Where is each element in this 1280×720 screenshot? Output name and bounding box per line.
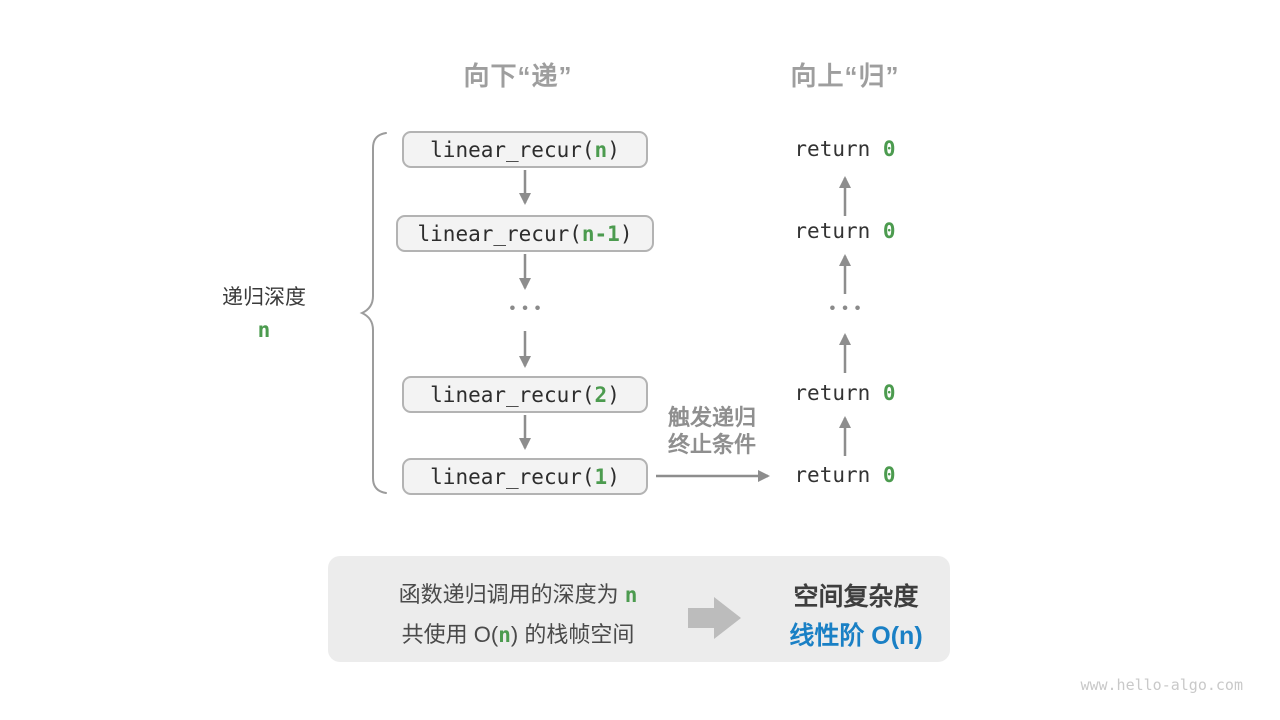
call-box-paren: ) (619, 221, 633, 246)
header-descend: 向下“递” (463, 61, 573, 91)
call-box-text: linear_recur( (430, 464, 595, 489)
watermark: www.hello-algo.com (1080, 676, 1243, 694)
return-value: 0 (882, 381, 896, 405)
call-box-n: linear_recur(n) (402, 131, 648, 168)
base-case-note-line2: 终止条件 (667, 432, 756, 457)
call-box-arg: n-1 (581, 221, 620, 246)
header-ascend: 向上“归” (790, 61, 900, 91)
summary-space-suffix: ) 的栈帧空间 (510, 622, 635, 647)
return-text: return (794, 219, 883, 243)
return-text: return (794, 137, 883, 161)
return-text: return (794, 463, 883, 487)
return-value: 0 (882, 463, 896, 487)
summary-panel (328, 556, 950, 662)
base-case-note: 触发递归 终止条件 (642, 404, 782, 458)
call-box-arg: n (594, 137, 608, 162)
call-box-arg: 2 (594, 382, 608, 407)
summary-depth-value: n (624, 583, 638, 607)
stack-ellipsis: ••• (509, 300, 548, 317)
space-complexity-value: 线性阶 O(n) (789, 622, 923, 650)
summary-space-text: 共使用 O( (401, 622, 499, 647)
call-box-2: linear_recur(2) (402, 376, 648, 413)
call-box-text: linear_recur( (430, 382, 595, 407)
call-box-paren: ) (607, 382, 620, 407)
returns-ellipsis: ••• (829, 300, 868, 317)
return-statement: return 0 (745, 463, 945, 487)
summary-depth-line: 函数递归调用的深度为 n (348, 577, 688, 609)
recursion-depth-label: 递归深度 (222, 286, 306, 309)
call-box-n-1: linear_recur(n-1) (396, 215, 654, 252)
return-statement: return 0 (745, 381, 945, 405)
return-statement: return 0 (745, 219, 945, 243)
call-box-paren: ) (607, 464, 620, 489)
return-text: return (794, 381, 883, 405)
recursion-depth-value: n (257, 318, 271, 342)
summary-space-line: 共使用 O(n) 的栈帧空间 (348, 617, 688, 649)
return-value: 0 (882, 137, 896, 161)
call-box-paren: ) (607, 137, 620, 162)
summary-space-value: n (498, 623, 511, 647)
depth-brace (359, 132, 387, 494)
summary-depth-text: 函数递归调用的深度为 (398, 582, 625, 607)
return-value: 0 (882, 219, 896, 243)
base-case-note-line1: 触发递归 (667, 405, 756, 430)
call-box-arg: 1 (594, 464, 608, 489)
return-statement: return 0 (745, 137, 945, 161)
space-complexity-title: 空间复杂度 (793, 583, 919, 611)
call-box-1: linear_recur(1) (402, 458, 648, 495)
call-box-text: linear_recur( (430, 137, 595, 162)
call-box-text: linear_recur( (417, 221, 582, 246)
